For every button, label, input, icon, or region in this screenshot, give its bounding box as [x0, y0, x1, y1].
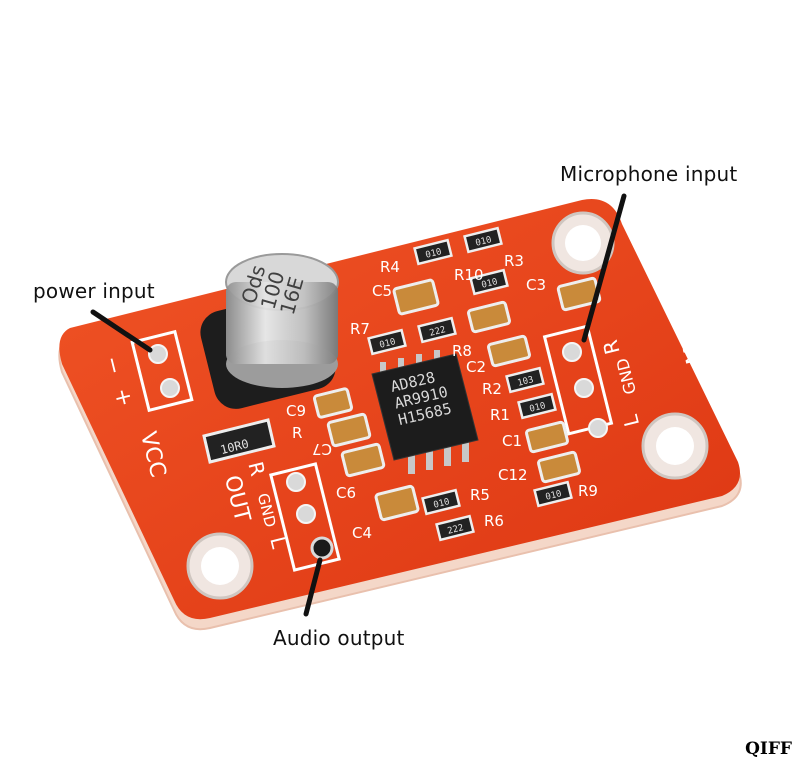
label-r6: R6: [484, 512, 504, 530]
label-c2: C2: [466, 358, 486, 376]
label-c7: C7: [312, 440, 332, 458]
power-input-callout: power input: [33, 279, 155, 303]
smd-code-r8: 222: [429, 325, 447, 339]
vcc-plus-label: +: [108, 386, 137, 410]
silkscreen-labels: R4 R10 R3 C5 C3 R7 R8 C2 R2 R1 C1 C12 R9…: [286, 252, 598, 542]
smd-code-r5: 010: [433, 497, 451, 511]
mic-pointer-line: [581, 193, 627, 343]
label-c6: C6: [336, 484, 356, 502]
smd-code-r1: 010: [529, 401, 547, 415]
smd-code-r4: 010: [425, 247, 443, 261]
watermark-logo: QIFF: [745, 739, 792, 759]
label-c9: C9: [286, 402, 306, 420]
mic-header: [542, 324, 614, 438]
out-r-label: R: [243, 459, 270, 478]
smd-small-resistor: [367, 226, 573, 542]
power-header: [130, 329, 194, 413]
label-r4: R4: [380, 258, 400, 276]
label-r9: R9: [578, 482, 598, 500]
smd-capacitor: [312, 276, 602, 522]
label-r1: R1: [490, 406, 510, 424]
smd-code-r7: 010: [379, 337, 397, 351]
label-r2: R2: [482, 380, 502, 398]
label-r7: R7: [350, 320, 370, 338]
amplifier-chip: AD828 AR9910 H15685: [371, 350, 479, 474]
vcc-minus-label: −: [98, 354, 127, 378]
smd-code-r10: 010: [481, 277, 499, 291]
smd-resistor: 10R0: [202, 418, 276, 464]
resistor-10r0-label: 10R0: [219, 437, 250, 458]
electrolytic-capacitor: Ods 100 16E: [200, 253, 339, 409]
label-c1: C1: [502, 432, 522, 450]
label-r3: R3: [504, 252, 524, 270]
label-r10: R10: [454, 266, 484, 284]
audio-pointer-line: [303, 557, 323, 617]
label-c5: C5: [372, 282, 392, 300]
mounting-hole: [551, 211, 615, 275]
smd-code-r9: 010: [545, 489, 563, 503]
smd-code-r3: 010: [475, 235, 493, 249]
microphone-input-callout: Microphone input: [560, 162, 738, 186]
audio-output-callout: Audio output: [273, 626, 405, 650]
label-r: R: [292, 424, 302, 442]
smd-code-r6: 222: [447, 523, 465, 537]
mounting-hole: [641, 412, 709, 480]
label-r5: R5: [470, 486, 490, 504]
smd-code-r2: 103: [517, 375, 535, 389]
label-r8: R8: [452, 342, 472, 360]
power-pointer-line: [90, 309, 153, 353]
callout-pointers: [90, 193, 627, 617]
label-c3: C3: [526, 276, 546, 294]
mounting-hole: [186, 532, 254, 600]
label-c4: C4: [352, 524, 372, 542]
mic-r-label: R: [598, 338, 625, 357]
label-c12: C12: [498, 466, 528, 484]
